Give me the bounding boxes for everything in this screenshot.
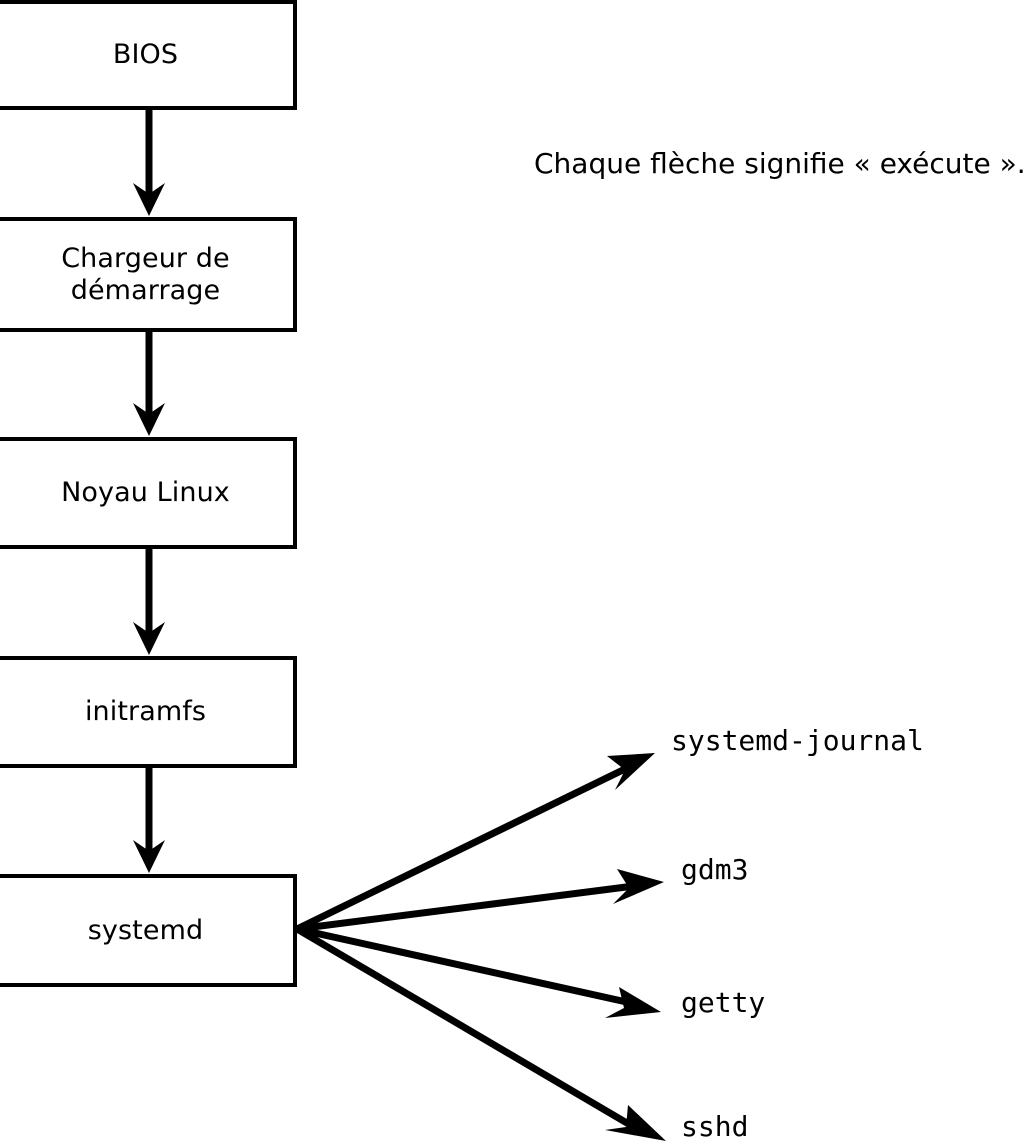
- fanout-arrow-getty: [296, 925, 661, 1018]
- service-label-sshd: sshd: [681, 1110, 749, 1143]
- chain-arrow-initramfs-to-systemd: [133, 768, 165, 873]
- process-box-systemd[interactable]: systemd: [0, 874, 297, 987]
- fanout-arrow-systemd-journal: [295, 753, 655, 933]
- process-box-initramfs-label: initramfs: [84, 696, 207, 728]
- process-box-kernel-label: Noyau Linux: [61, 477, 230, 509]
- process-box-systemd-label: systemd: [87, 914, 204, 946]
- service-label-systemd-journal: systemd-journal: [671, 724, 924, 757]
- process-box-bios-label: BIOS: [112, 39, 179, 71]
- service-label-gdm3: gdm3: [681, 853, 749, 886]
- diagram-caption: Chaque flèche signifie « exécute ».: [534, 147, 1024, 180]
- service-label-getty: getty: [681, 986, 766, 1019]
- process-box-kernel[interactable]: Noyau Linux: [0, 437, 297, 549]
- process-box-bootloader[interactable]: Chargeur de démarrage: [0, 217, 297, 332]
- process-box-initramfs[interactable]: initramfs: [0, 656, 297, 768]
- chain-arrow-bootloader-to-kernel: [133, 332, 165, 436]
- fanout-arrow-gdm3: [296, 869, 664, 933]
- chain-arrow-kernel-to-initramfs: [133, 549, 165, 655]
- process-box-bios[interactable]: BIOS: [0, 0, 297, 110]
- chain-arrow-bios-to-bootloader: [133, 110, 165, 216]
- process-box-bootloader-label: Chargeur de démarrage: [61, 243, 230, 306]
- fanout-arrow-sshd: [295, 925, 666, 1141]
